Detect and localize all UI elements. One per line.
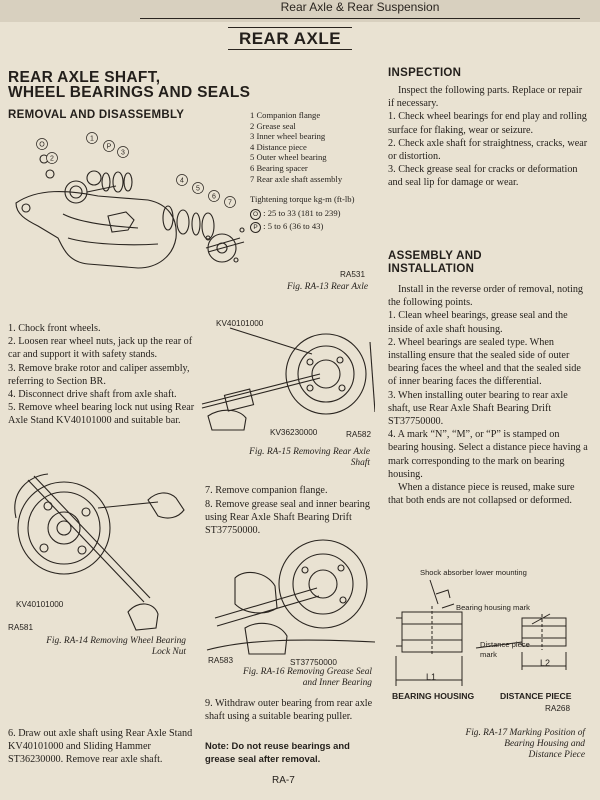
removal-step: 4. Disconnect drive shaft from axle shaf… [8,389,177,401]
inspection-step: 2. Check axle shaft for straightness, cr… [388,137,588,163]
torque-p-symbol: P [250,222,261,233]
assembly-section: Install in the reverse order of removal,… [388,283,588,507]
fig16-caption-line: and Inner Bearing [302,678,372,688]
page-top-edge [0,0,600,22]
fig17-l2-label: L2 [540,658,551,668]
rear-axle-exploded-diagram: 1P 3 4 5 6 7 O2 [15,132,245,269]
removal-step: 5. Remove wheel bearing lock nut using R… [8,402,195,427]
fig15-caption: Fig. RA-15 Removing Rear Axle Shaft [222,447,370,469]
fig17-label-piece-line: mark [480,650,497,659]
parts-list-item: 6 Bearing spacer [250,162,308,173]
fig14-caption: Fig. RA-14 Removing Wheel Bearing Lock N… [8,636,186,658]
fig16-caption-line: Fig. RA-16 Removing Grease Seal [242,667,372,677]
assembly-step: 2. Wheel bearings are sealed type. When … [388,336,581,388]
fig15-code: RA582 [346,430,372,439]
removal-step-9: 9. Withdraw outer bearing from rear axle… [205,698,373,723]
parts-list-item: 2 Grease seal [250,120,296,131]
removal-note: Note: Do not reuse bearings and grease s… [205,740,350,764]
removal-step-6: 6. Draw out axle shaft using Rear Axle S… [8,728,193,766]
torque-heading: Tightening torque kg-m (ft-lb) [250,194,355,204]
fig17-caption-line: Distance Piece [528,750,585,760]
fig17-caption: Fig. RA-17 Marking Position of Bearing H… [420,728,585,761]
fig14-tool-label: KV40101000 [16,600,64,609]
fig17-l1-label: L1 [426,672,437,682]
inspection-heading: INSPECTION [388,67,462,79]
svg-text:2: 2 [50,156,54,163]
removal-step: 1. Chock front wheels. [8,323,101,334]
svg-text:5: 5 [196,186,200,193]
removal-step-7: 7. Remove companion flange. [205,485,328,496]
fig17-label-mark: Bearing housing mark [456,603,530,612]
inspection-step: 1. Check wheel bearings for end play and… [388,111,587,136]
removal-step: 2. Loosen rear wheel nuts, jack up the r… [8,336,193,361]
parts-list-item: 3 Inner wheel bearing [250,131,326,142]
assembly-heading-line2: INSTALLATION [388,263,475,275]
inspection-section: Inspect the following parts. Replace or … [388,84,588,190]
fig17-label-shock: Shock absorber lower mounting [420,568,527,577]
running-header: Rear Axle & Rear Suspension [140,0,580,19]
removal-step-8: 8. Remove grease seal and inner bearing … [205,499,370,537]
removal-heading: REMOVAL AND DISASSEMBLY [8,109,185,121]
assembly-step: 4. A mark “N”, “M”, or “P” is stamped on… [388,429,588,480]
svg-text:7: 7 [228,200,232,207]
fig14-code: RA581 [8,623,34,632]
fig13-caption: Fig. RA-13 Rear Axle [286,282,368,292]
fig16-tool-label: ST37750000 [290,658,337,667]
parts-list-item: 1 Companion flange [250,110,321,120]
removal-steps: 1. Chock front wheels. 2. Loosen rear wh… [8,322,198,428]
fig13-code: RA531 [340,270,366,279]
parts-list-item: 7 Rear axle shaft assembly [250,173,343,184]
svg-text:O: O [39,142,45,149]
removal-step: 3. Remove brake rotor and caliper assemb… [8,362,190,387]
fig15-caption-line: Fig. RA-15 Removing Rear Axle [249,447,370,457]
torque-p-spec: P : 5 to 6 (36 to 43) [250,221,323,233]
fig17-bottom-right-label: DISTANCE PIECE [500,691,572,701]
fig17-bottom-left-label: BEARING HOUSING [392,691,475,701]
section-title-line1: REAR AXLE SHAFT, [8,69,161,86]
svg-text:1: 1 [90,136,94,143]
fig15-label-bottom: KV36230000 [270,428,318,437]
svg-text:4: 4 [180,178,184,185]
torque-o-value: : 25 to 33 (181 to 239) [263,208,341,218]
bearing-housing-marking-diagram [395,579,567,686]
assembly-heading-line1: ASSEMBLY AND [388,250,482,262]
fig15-label-top: KV40101000 [216,319,264,328]
page-title: REAR AXLE [228,27,352,50]
fig17-caption-line: Bearing Housing and [504,739,585,749]
axle-shaft-removal-diagram [201,327,375,431]
fig14-caption-line: Lock Nut [151,647,186,657]
fig17-code: RA268 [545,704,571,713]
inspection-step: 3. Check grease seal for cracks or defor… [388,164,578,189]
assembly-reuse-note: When a distance piece is reused, make su… [388,482,575,507]
fig16-caption: Fig. RA-16 Removing Grease Seal and Inne… [222,667,372,689]
torque-o-symbol: O [250,209,261,220]
parts-list: 1 Companion flange 2 Grease seal 3 Inner… [250,110,380,184]
assembly-intro: Install in the reverse order of removal,… [388,284,584,309]
lock-nut-removal-diagram [14,473,185,631]
inspection-intro: Inspect the following parts. Replace or … [388,85,583,110]
torque-o-spec: O : 25 to 33 (181 to 239) [250,208,341,220]
grease-seal-removal-diagram [206,539,376,655]
fig14-caption-line: Fig. RA-14 Removing Wheel Bearing [46,636,186,646]
svg-text:3: 3 [121,150,125,157]
assembly-step: 3. When installing outer bearing to rear… [388,389,568,428]
fig16-code: RA583 [208,656,234,665]
assembly-step: 1. Clean wheel bearings, grease seal and… [388,310,568,335]
torque-p-value: : 5 to 6 (36 to 43) [263,221,324,231]
svg-text:P: P [107,144,112,151]
section-title-line2: WHEEL BEARINGS AND SEALS [8,84,251,101]
page-number: RA-7 [272,775,295,786]
parts-list-item: 4 Distance piece [250,141,307,152]
svg-text:6: 6 [212,194,216,201]
fig17-caption-line: Fig. RA-17 Marking Position of [465,728,585,738]
fig15-caption-line: Shaft [350,458,370,468]
parts-list-item: 5 Outer wheel bearing [250,152,327,163]
